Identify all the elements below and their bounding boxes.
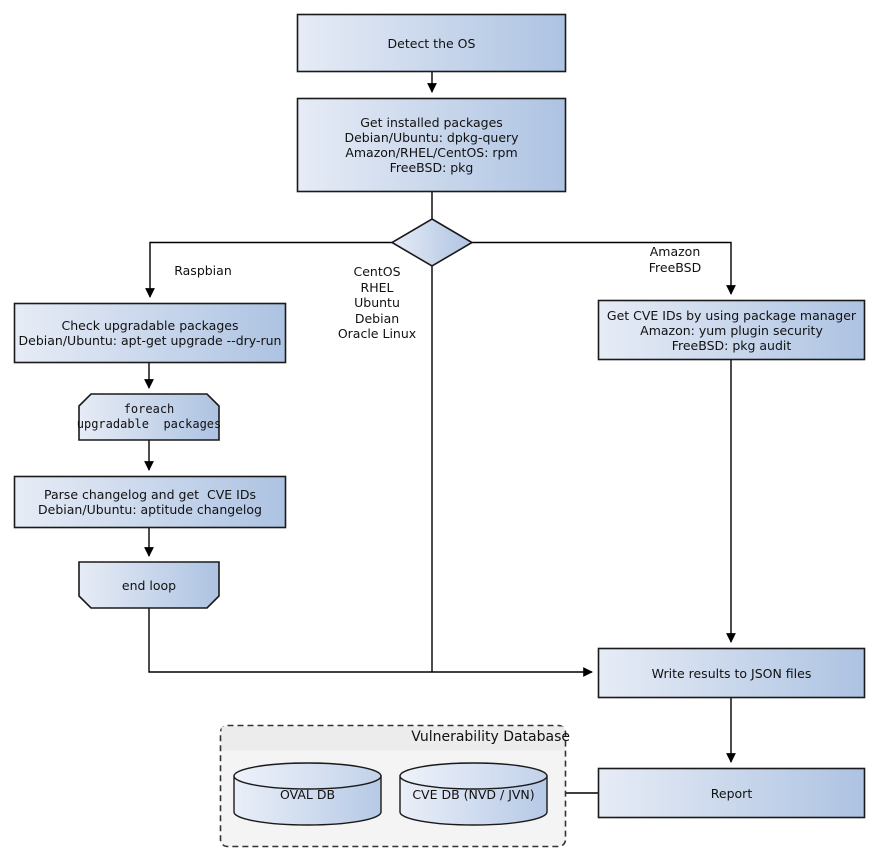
parse-changelog-shape (13, 475, 287, 529)
os-decision-shape (390, 218, 474, 267)
edge-decision-right (472, 241, 736, 295)
vulnerability-database-title: Vulnerability Database (411, 729, 570, 745)
write-results-json-shape (597, 647, 866, 699)
end-loop-shape (78, 561, 220, 609)
edge-decision-left (145, 241, 392, 298)
get-installed-packages-shape (296, 97, 567, 193)
get-cve-ids-shape (597, 299, 866, 361)
edge-endloop-to-write (148, 608, 593, 677)
detect-os-shape (296, 13, 567, 73)
oval-db-shape (233, 762, 382, 826)
node-shapes (13, 13, 866, 819)
report-shape (597, 767, 866, 819)
check-upgradable-packages-shape (13, 302, 287, 364)
cve-db-shape (399, 762, 548, 826)
foreach-loop-start-shape (78, 393, 220, 441)
branch-label-raspbian: Raspbian (174, 263, 232, 278)
